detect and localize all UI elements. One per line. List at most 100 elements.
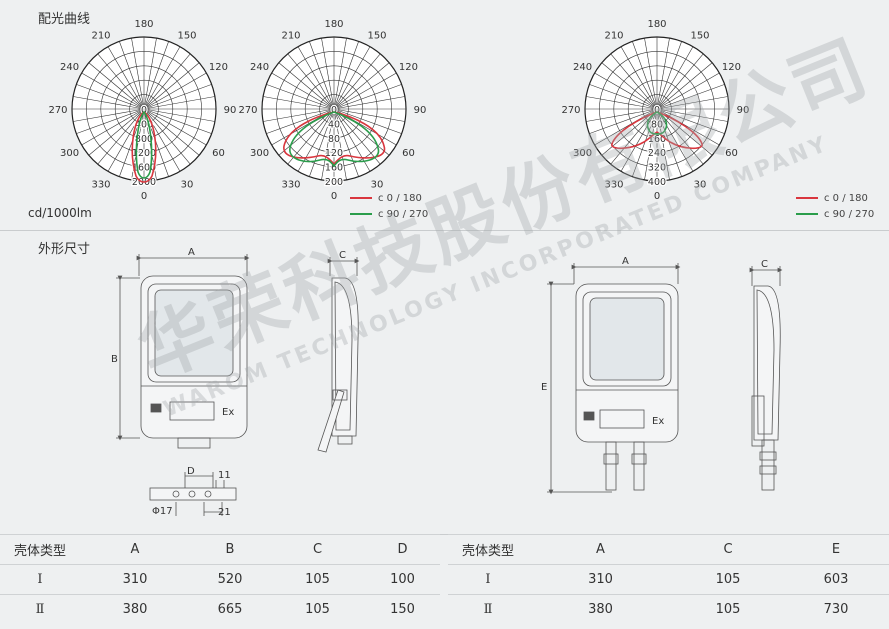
table-cell: 380	[528, 594, 673, 624]
polar-spoke	[143, 72, 207, 110]
dim-label-b: B	[111, 354, 118, 365]
polar-angle-label: 180	[134, 19, 153, 30]
polar-angle-label: 90	[737, 105, 750, 116]
table-header-cell: 壳体类型	[0, 534, 80, 565]
legend-c90-swatch	[796, 213, 818, 215]
dim-label-a: A	[188, 247, 195, 258]
table-header-cell: A	[80, 534, 190, 565]
ex-mark: Ex	[652, 416, 664, 427]
polar-spoke	[143, 108, 191, 165]
polar-spoke	[309, 41, 335, 110]
curve-c0	[283, 111, 386, 166]
polar-angle-label: 270	[238, 105, 257, 116]
polar-spoke	[287, 53, 335, 110]
polar-spoke	[333, 108, 390, 156]
polar-diagram-2: 1801501209060300330300270240210040801201…	[238, 19, 426, 202]
polar-radial-label: 120	[325, 148, 343, 159]
polar-spoke	[656, 108, 720, 146]
polar-spoke	[119, 41, 145, 110]
polar-spoke	[143, 53, 191, 110]
polar-spoke	[594, 108, 658, 146]
polar-spoke	[656, 108, 725, 134]
table-cell: 310	[80, 564, 190, 595]
legend-c0-swatch	[350, 197, 372, 199]
polar-radial-label: 0	[331, 105, 337, 116]
polar-diagram-1: 1801501209060300330300270240210040080012…	[48, 19, 236, 202]
polar-angle-label: 120	[399, 62, 418, 73]
polar-spoke	[656, 96, 728, 110]
polar-angle-label: 60	[725, 148, 738, 159]
polar-spoke	[143, 84, 212, 110]
polar-angle-label: 60	[212, 148, 225, 159]
polar-angle-label: 330	[604, 179, 623, 190]
polar-angle-label: 210	[91, 31, 110, 42]
polar-spoke	[97, 108, 145, 165]
polar-radial-label: 1200	[132, 148, 156, 159]
polar-angle-label: 90	[224, 105, 237, 116]
polar-spoke	[266, 108, 335, 134]
table-header-cell: B	[190, 534, 270, 565]
table-header-cell: A	[528, 534, 673, 565]
polar-spoke	[601, 62, 658, 110]
polar-spoke	[143, 108, 215, 122]
polar-spoke	[333, 41, 359, 110]
polar-radial-label: 160	[648, 134, 666, 145]
polar-spoke	[656, 41, 682, 110]
legend-c0-label: c 0 / 180	[824, 193, 868, 204]
polar-spoke	[263, 108, 335, 122]
table-header-cell: C	[673, 534, 783, 565]
legend-c90-label: c 90 / 270	[378, 209, 429, 220]
table-cell: Ⅱ	[0, 594, 80, 624]
polar-angle-label: 90	[414, 105, 427, 116]
polar-spoke	[143, 108, 212, 134]
photometric-diagrams: 1801501209060300330300270240210040080012…	[48, 19, 750, 202]
section-divider	[0, 230, 889, 231]
polar-spoke	[76, 84, 145, 110]
dimension-drawings: A B C Ex D 11 Φ17 21 A E C Ex	[111, 247, 783, 518]
polar-spoke	[321, 108, 335, 180]
polar-spoke	[601, 108, 658, 156]
polar-spoke	[644, 108, 658, 180]
left-side-view	[317, 257, 360, 453]
polar-spoke	[73, 108, 145, 122]
table-cell: 105	[270, 594, 365, 624]
polar-angle-label: 120	[722, 62, 741, 73]
polar-spoke	[333, 38, 347, 110]
curve-c0	[131, 111, 157, 183]
polar-angle-label: 300	[60, 148, 79, 159]
table-cell: 105	[270, 564, 365, 595]
polar-spoke	[107, 46, 145, 110]
polar-spoke	[620, 108, 658, 172]
polar-spoke	[143, 41, 169, 110]
polar-spoke	[333, 108, 347, 180]
polar-spoke	[271, 72, 335, 110]
polar-spoke	[333, 72, 397, 110]
table-header-cell: D	[365, 534, 440, 565]
intensity-unit: cd/1000lm	[28, 206, 92, 220]
polar-spoke	[297, 46, 335, 110]
table-header-cell: E	[783, 534, 889, 565]
polar-spoke	[656, 108, 682, 177]
polar-spoke	[656, 38, 670, 110]
legend-right: c 0 / 180 c 90 / 270	[796, 191, 874, 223]
polar-angle-label: 240	[60, 62, 79, 73]
table-cell: 105	[673, 594, 783, 624]
polar-spoke	[594, 72, 658, 110]
polar-angle-label: 30	[371, 179, 384, 190]
table-header-cell: 壳体类型	[448, 534, 528, 565]
polar-spoke	[333, 53, 381, 110]
polar-angle-label: 30	[181, 179, 194, 190]
polar-spoke	[81, 108, 145, 146]
polar-spoke	[586, 108, 658, 122]
polar-angle-label: 180	[324, 19, 343, 30]
polar-spoke	[333, 96, 405, 110]
polar-spoke	[333, 108, 359, 177]
polar-angle-label: 270	[48, 105, 67, 116]
dim-label-c: C	[761, 259, 768, 270]
polar-angle-label: 0	[654, 191, 660, 202]
